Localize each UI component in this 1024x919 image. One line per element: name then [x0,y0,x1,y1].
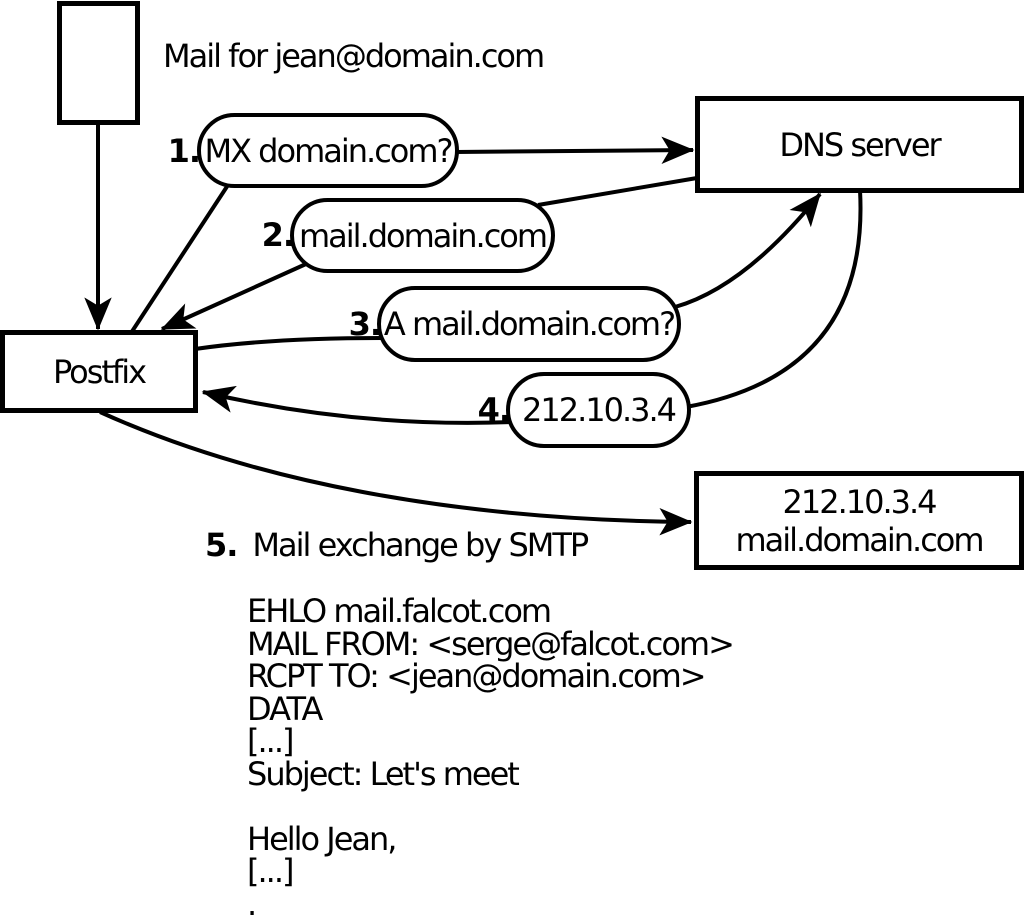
diagram-title: Mail for jean@domain.com [163,37,545,75]
smtp-line-ehlo: EHLO mail.falcot.com [247,592,552,630]
smtp-session-text: EHLO mail.falcot.com MAIL FROM: <serge@f… [247,592,735,919]
smtp-line-rcpt-to: RCPT TO: <jean@domain.com> [247,657,707,695]
smtp-line-subject: Subject: Let's meet [247,754,520,793]
query-a-record-pill: A mail.domain.com? [377,286,681,362]
arrow-answer4-to-postfix [201,385,513,425]
step-5-label: Mail exchange by SMTP [252,526,589,564]
smtp-line-blank [247,790,733,823]
answer-ip-pill: 212.10.3.4 [506,372,691,448]
arrow-query1-to-dns [454,136,695,165]
answer-ip-label: 212.10.3.4 [521,391,677,429]
smtp-line-hello: Hello Jean, [247,819,397,858]
query-a-record-label: A mail.domain.com? [383,305,676,343]
mail-envelope-icon [57,1,140,125]
step-2-number: 2. [261,216,295,254]
mail-server-ip: 212.10.3.4 [782,482,937,521]
edge-dns-to-answer2 [537,176,698,207]
query-mx-label: MX domain.com? [204,131,453,170]
answer-mx-label: mail.domain.com [298,216,548,255]
smtp-line-ellipsis-1: [...] [247,722,294,760]
step-1-number: 1. [167,132,201,170]
dns-server-label: DNS server [779,125,941,164]
arrow-answer2-to-postfix [160,262,307,331]
step-5-number: 5. [205,526,238,564]
step-3-number: 3. [348,305,382,343]
query-mx-pill: MX domain.com? [197,113,459,188]
step-4-number: 4. [477,391,511,429]
postfix-label: Postfix [52,352,147,391]
arrow-query3-to-dns [674,192,822,309]
edge-postfix-to-query3 [194,336,383,351]
edge-postfix-to-query1 [129,183,230,335]
smtp-line-data: DATA [247,689,323,728]
answer-mx-pill: mail.domain.com [290,198,555,273]
smtp-line-mail-from: MAIL FROM: <serge@falcot.com> [247,624,735,663]
node-postfix: Postfix [0,330,198,413]
edge-dns-to-answer4 [685,189,863,409]
node-dns-server: DNS server [695,96,1024,193]
step-5-caption: 5. Mail exchange by SMTP [205,526,589,564]
mail-server-hostname: mail.domain.com [735,520,984,559]
smtp-line-ellipsis-2: [...] [247,852,294,890]
arrow-postfix-to-mailserver [99,410,693,536]
smtp-line-end-dot: . [247,884,257,919]
node-mail-server: 212.10.3.4 mail.domain.com [694,471,1024,570]
